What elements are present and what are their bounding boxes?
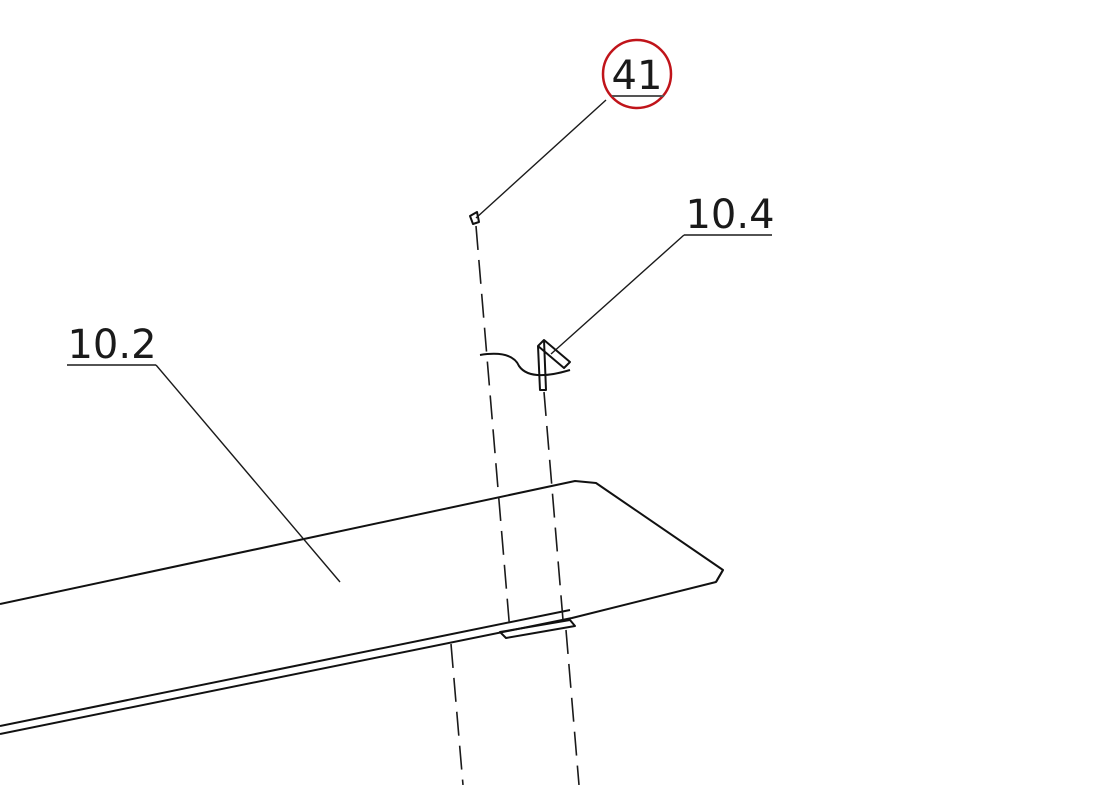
screw-axis-upper: [475, 225, 511, 633]
clip-body: [537, 339, 571, 369]
screw-part: [469, 211, 480, 225]
callout-10-4-label: 10.4: [685, 192, 774, 238]
screw-head: [469, 211, 480, 225]
callout-10-2-label: 10.2: [67, 322, 156, 368]
callout-41[interactable]: 41: [475, 38, 673, 219]
screw-axis-lower: [450, 643, 464, 785]
clip-part: [479, 339, 571, 391]
plate-slot: [499, 619, 576, 639]
clip-wire: [479, 352, 571, 377]
callout-41-label: 41: [612, 53, 663, 99]
clip-axis-lower: [565, 629, 580, 785]
callout-10-2[interactable]: 10.2: [67, 322, 341, 583]
callout-41-leader: [475, 99, 607, 219]
callout-10-4-leader: [550, 234, 685, 355]
plate-edge-corner: [715, 569, 724, 583]
plate-outline: [0, 480, 724, 735]
callout-10-2-leader: [155, 364, 341, 583]
plate-edge: [0, 609, 571, 727]
clip-pin: [537, 339, 547, 391]
callout-10-4[interactable]: 10.4: [550, 192, 775, 355]
callout-41-highlight-circle: [601, 38, 673, 110]
assembly-axes: [450, 225, 580, 785]
clip-axis-upper: [543, 391, 564, 621]
plate-part: [0, 480, 724, 735]
